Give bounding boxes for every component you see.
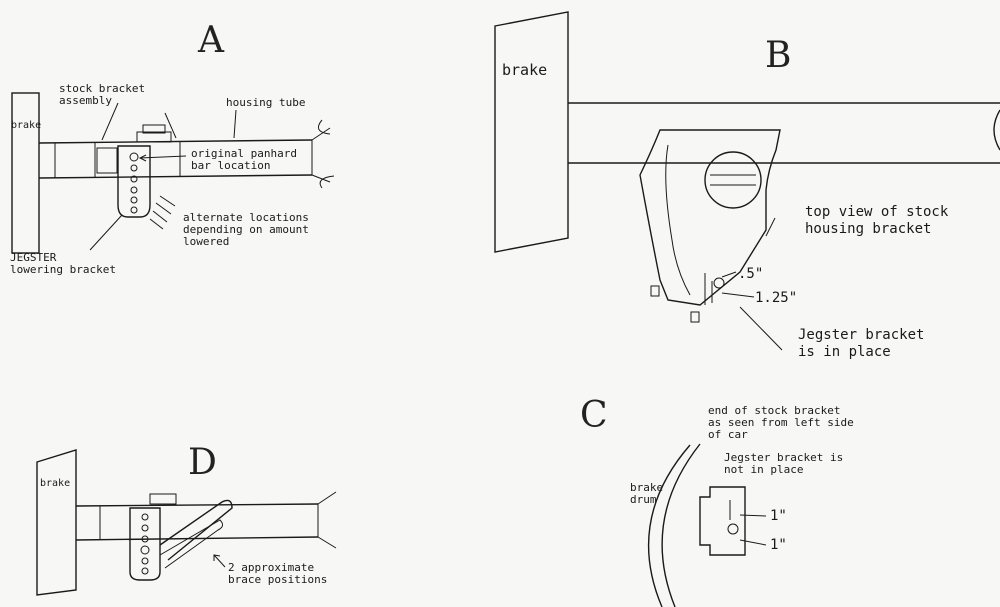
panel-b-brake-label: brake [502, 61, 548, 79]
panel-d-brake-label: brake [40, 478, 71, 489]
panel-c-dim-1: 1" [770, 508, 787, 524]
panel-a-brake-label: brake [11, 120, 42, 131]
panel-c-brake-drum-label: brake drum [630, 481, 664, 506]
panel-b-top-view-label: top view of stock housing bracket [805, 204, 949, 237]
panel-d-brace-label: 2 approximate brace positions [228, 561, 328, 586]
panel-c-letter: C [580, 395, 608, 436]
panel-a-alternate-locations-label: alternate locations depending on amount … [183, 211, 309, 248]
panel-d-letter: D [188, 442, 217, 483]
panel-c-end-of-stock-label: end of stock bracket as seen from left s… [708, 404, 854, 441]
panel-a-original-panhard-label: original panhard bar location [191, 147, 297, 172]
panel-a-jegster-label: JEGSTER lowering bracket [10, 251, 116, 276]
panel-c-dim-2: 1" [770, 537, 787, 553]
panel-a-stock-bracket-label: stock bracket assembly [59, 82, 146, 107]
panel-c-not-in-place-label: Jegster bracket is not in place [724, 451, 844, 476]
panel-b-letter: B [765, 35, 792, 76]
panel-a-drawing [11, 92, 335, 254]
panel-b-dim-one-quarter-inch: 1.25" [755, 290, 798, 306]
panel-c-drawing [647, 443, 767, 607]
panel-a-housing-tube-label: housing tube [226, 96, 306, 109]
panel-b-drawing [494, 11, 1000, 351]
panel-a-letter: A [198, 20, 224, 61]
panel-b-dim-half-inch: .5" [738, 266, 764, 282]
panel-d-drawing [36, 449, 337, 596]
panel-b-jegster-label: Jegster bracket is in place [798, 327, 925, 360]
